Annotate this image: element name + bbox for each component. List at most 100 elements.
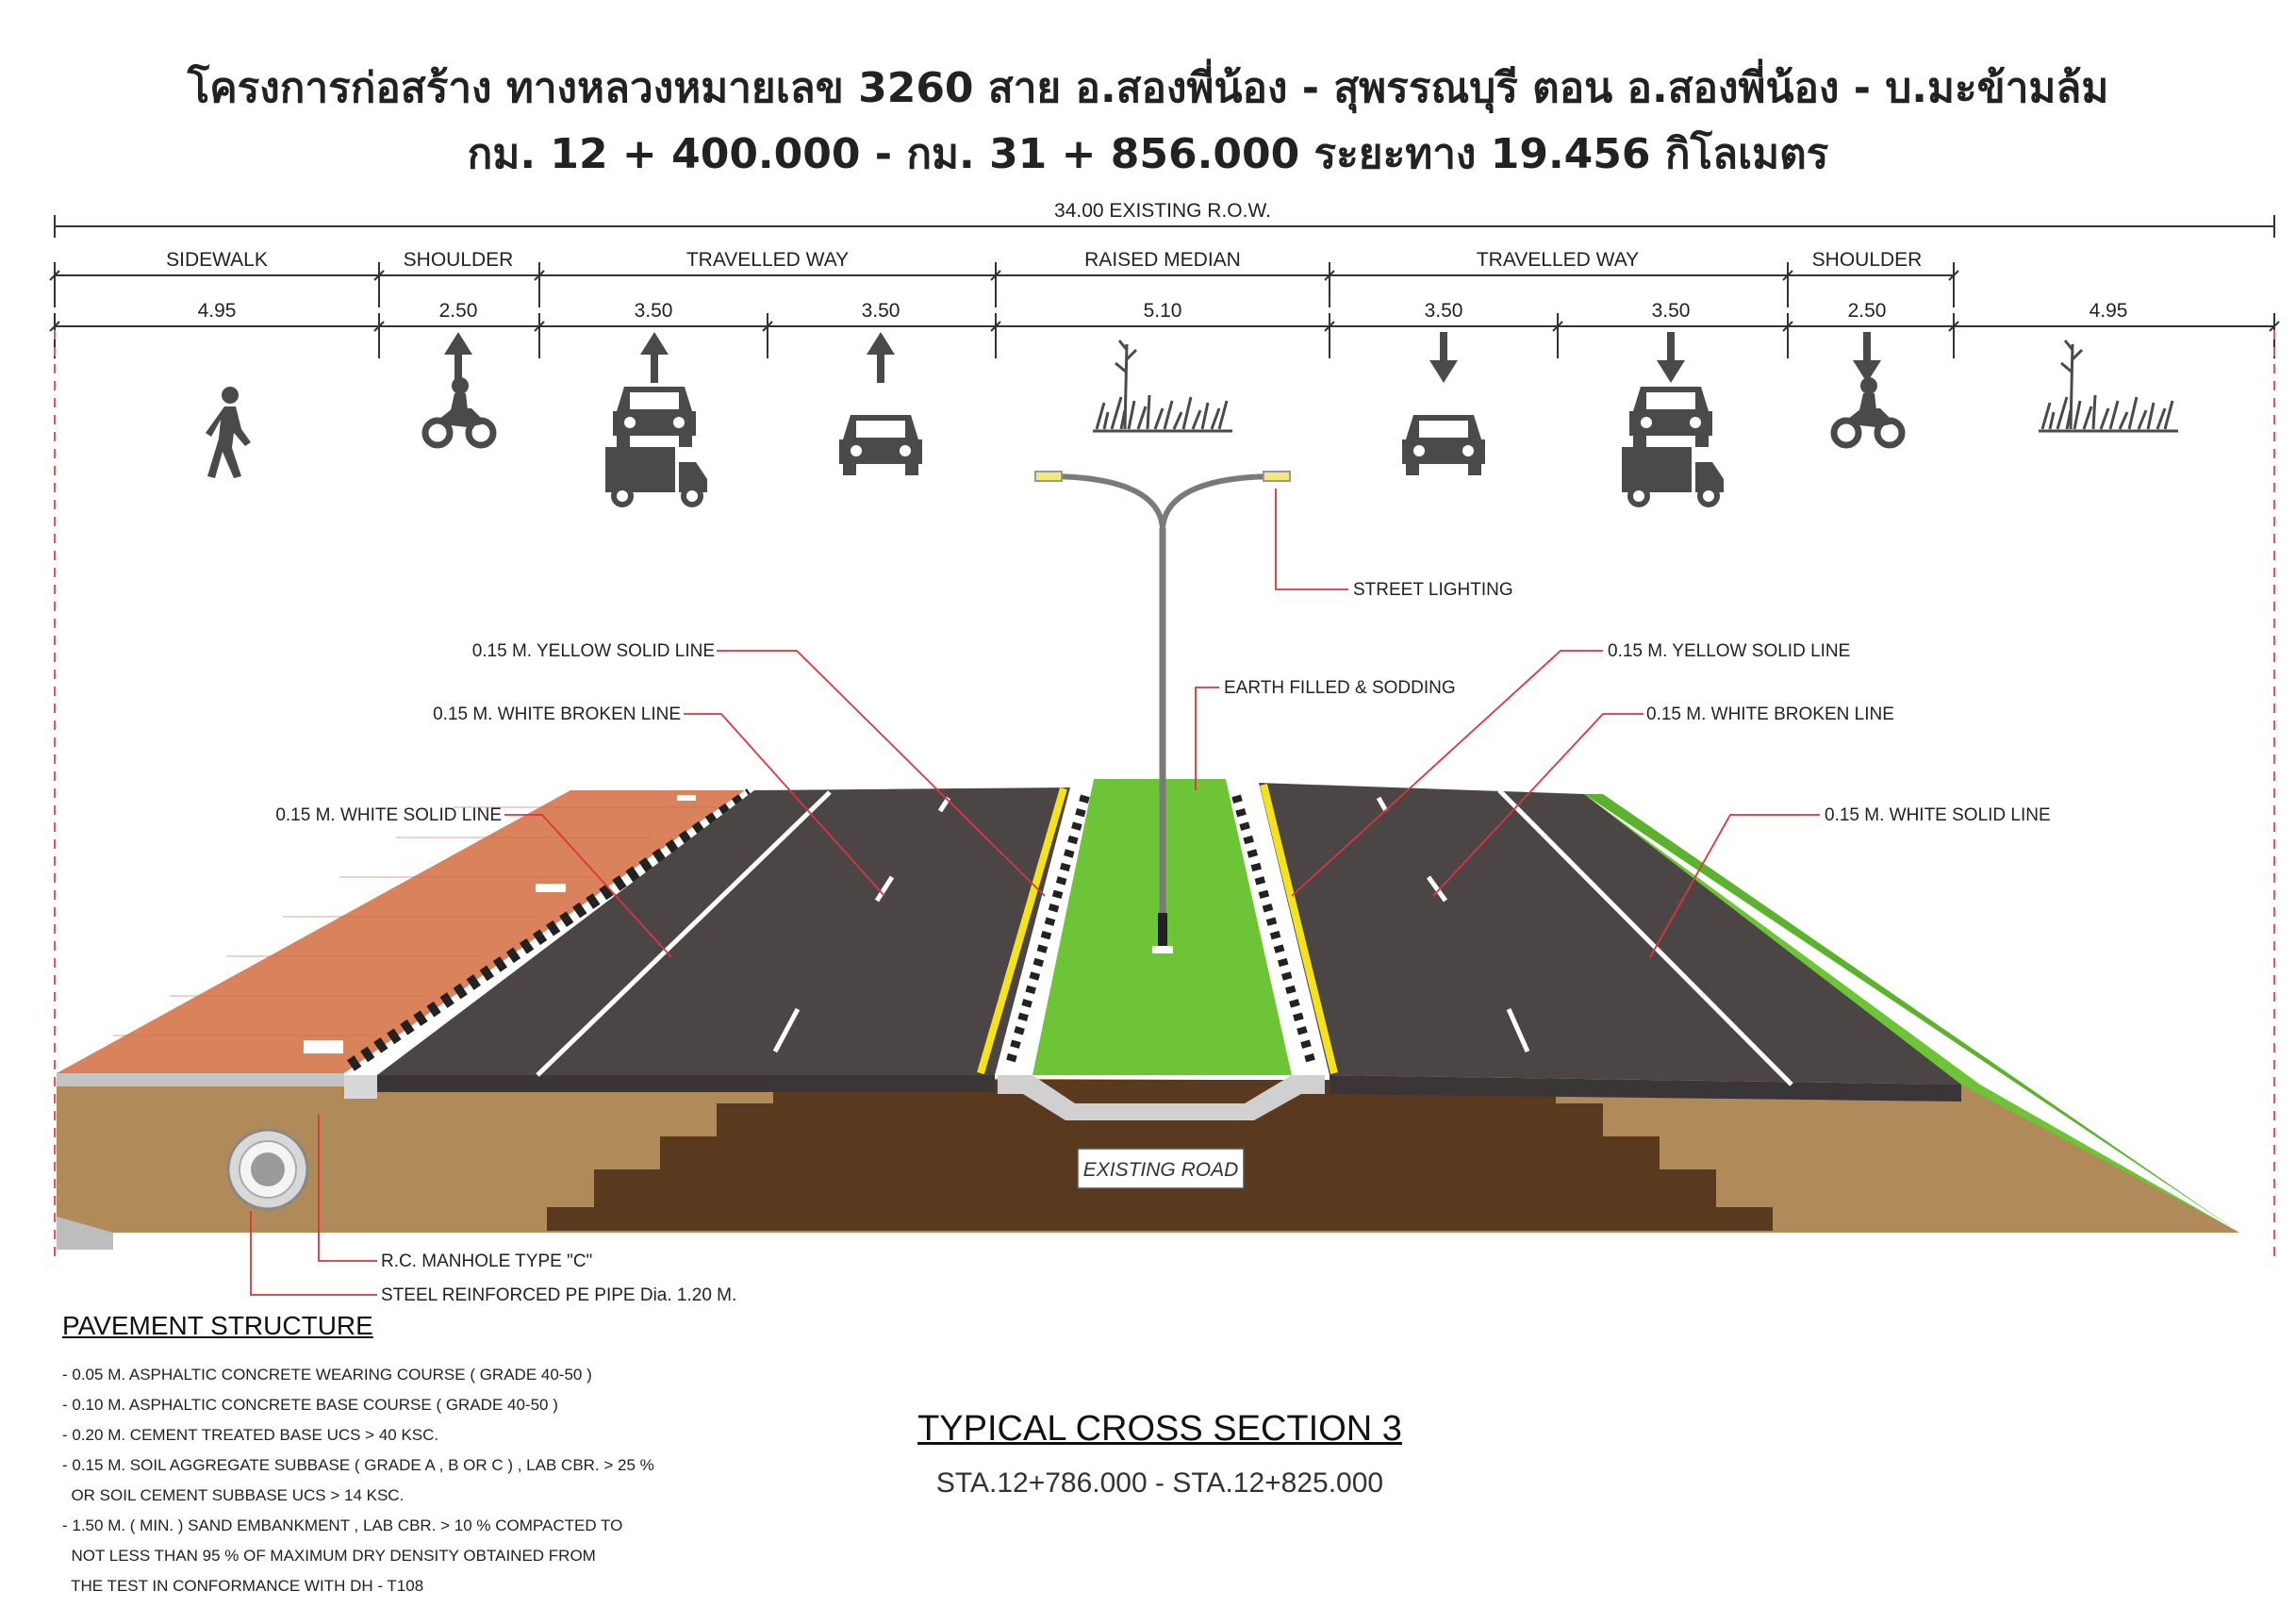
grass-icon — [1093, 340, 1232, 433]
width-label: 3.50 — [635, 300, 673, 322]
dimension-lines — [54, 215, 2275, 327]
dimension-tick — [1324, 270, 1335, 281]
dimension-tick — [373, 321, 385, 332]
dimension-tick — [2269, 321, 2280, 332]
car-icon — [1402, 415, 1485, 475]
yellow-solid-line-left — [977, 787, 1067, 1075]
arrow-down-icon — [1429, 332, 1458, 383]
callout-leaders — [250, 489, 1820, 1296]
zone-labels: SIDEWALK SHOULDER TRAVELLED WAY RAISED M… — [166, 249, 1922, 271]
yellow-solid-line-right — [1260, 784, 1338, 1074]
callout-labels: STREET LIGHTING 0.15 M. YELLOW SOLID LIN… — [275, 580, 2050, 1305]
row-width-label: 34.00 EXISTING R.O.W. — [1054, 200, 1271, 222]
dimension-tick — [49, 321, 60, 332]
width-label: 4.95 — [2090, 300, 2128, 322]
callout-white-broken-left: 0.15 M. WHITE BROKEN LINE — [433, 704, 681, 724]
list-item: NOT LESS THAN 95 % OF MAXIMUM DRY DENSIT… — [62, 1547, 596, 1565]
callout-pe-pipe: STEEL REINFORCED PE PIPE Dia. 1.20 M. — [381, 1285, 736, 1305]
car-icon — [613, 387, 696, 447]
sidewalk-marker — [536, 884, 566, 892]
arrow-up-icon — [444, 332, 472, 383]
carriageway-left — [377, 787, 1070, 1075]
arrow-up-icon — [640, 332, 669, 383]
width-label: 2.50 — [1848, 300, 1887, 322]
sidewalk-surface — [57, 790, 745, 1073]
dimension-tick — [373, 270, 385, 281]
car-icon — [1629, 387, 1712, 447]
arrow-up-icon — [867, 332, 895, 383]
white-solid-line-right — [1497, 788, 1793, 1086]
callout-yellow-line-left: 0.15 M. YELLOW SOLID LINE — [472, 641, 715, 661]
zone-label-sidewalk: SIDEWALK — [166, 249, 268, 271]
grass-icon — [2039, 340, 2178, 433]
dimension-tick — [534, 270, 545, 281]
dimension-tick — [1948, 321, 1959, 332]
truck-icon — [1622, 447, 1724, 507]
row-boundary-lines — [54, 330, 2275, 1264]
pedestrian-icon — [206, 387, 251, 478]
arrow-down-icon — [1657, 332, 1685, 383]
dimension-tick — [990, 270, 1001, 281]
zone-label-travelled-way-left: TRAVELLED WAY — [686, 249, 849, 271]
existing-road-label-box — [1077, 1148, 1245, 1189]
list-item: - 0.20 M. CEMENT TREATED BASE UCS > 40 K… — [62, 1426, 439, 1444]
existing-road-label: EXISTING ROAD — [1083, 1159, 1239, 1181]
section-title: TYPICAL CROSS SECTION 3 — [917, 1409, 1402, 1449]
width-ticks — [49, 313, 2280, 358]
dimension-tick — [534, 321, 545, 332]
callout-street-lighting: STREET LIGHTING — [1353, 580, 1513, 600]
list-item: - 1.50 M. ( MIN. ) SAND EMBANKMENT , LAB… — [62, 1516, 623, 1534]
project-title-thai: โครงการก่อสร้าง ทางหลวงหมายเลข 3260 สาย … — [187, 64, 2109, 112]
sidewalk-marker — [304, 1040, 343, 1053]
sidewalk-marker — [677, 795, 696, 801]
motorcycle-icon — [421, 377, 497, 449]
dimension-tick — [1782, 270, 1793, 281]
motorcycle-icon — [1830, 377, 1906, 449]
zone-label-shoulder-right: SHOULDER — [1812, 249, 1923, 271]
section-station-range: STA.12+786.000 - STA.12+825.000 — [935, 1467, 1384, 1499]
dimension-tick — [1948, 270, 1959, 281]
pavement-structure-title: PAVEMENT STRUCTURE — [62, 1311, 373, 1340]
dimension-tick — [1782, 321, 1793, 332]
carriageway-right — [1259, 783, 1961, 1085]
sidewalk-brick-pattern — [113, 806, 717, 1036]
dimension-tick — [49, 270, 60, 281]
list-item: OR SOIL CEMENT SUBBASE UCS > 14 KSC. — [62, 1486, 405, 1504]
callout-yellow-line-right: 0.15 M. YELLOW SOLID LINE — [1608, 641, 1850, 661]
dimension-tick — [762, 321, 773, 332]
width-label: 3.50 — [1425, 300, 1463, 322]
zone-ticks — [49, 262, 1959, 307]
list-item: - 0.10 M. ASPHALTIC CONCRETE BASE COURSE… — [62, 1396, 558, 1414]
list-item: - 0.05 M. ASPHALTIC CONCRETE WEARING COU… — [62, 1366, 592, 1384]
dimension-tick — [1552, 321, 1563, 332]
width-labels: 4.95 2.50 3.50 3.50 5.10 3.50 3.50 2.50 … — [198, 300, 2128, 322]
callout-white-solid-left: 0.15 M. WHITE SOLID LINE — [275, 805, 502, 825]
zone-label-travelled-way-right: TRAVELLED WAY — [1477, 249, 1639, 271]
list-item: THE TEST IN CONFORMANCE WITH DH - T108 — [62, 1577, 424, 1595]
width-label: 3.50 — [1652, 300, 1691, 322]
road-section-drawing: EXISTING ROAD — [57, 471, 2239, 1250]
arrow-down-icon — [1853, 332, 1881, 383]
truck-icon — [605, 447, 707, 507]
callout-earth-filled: EARTH FILLED & SODDING — [1224, 678, 1456, 698]
white-solid-line-left — [536, 790, 832, 1077]
project-chainage-title: กม. 12 + 400.000 - กม. 31 + 856.000 ระยะ… — [467, 130, 1829, 178]
callout-white-broken-right: 0.15 M. WHITE BROKEN LINE — [1646, 704, 1894, 724]
callout-manhole: R.C. MANHOLE TYPE "C" — [381, 1251, 592, 1271]
dimension-tick — [990, 321, 1001, 332]
callout-white-solid-right: 0.15 M. WHITE SOLID LINE — [1825, 805, 2051, 825]
car-icon — [839, 415, 922, 475]
zone-label-shoulder-left: SHOULDER — [404, 249, 514, 271]
width-label: 2.50 — [439, 300, 478, 322]
list-item: - 0.15 M. SOIL AGGREGATE SUBBASE ( GRADE… — [62, 1456, 654, 1474]
white-broken-line-right — [1376, 796, 1530, 1053]
street-lamp-icon — [1034, 471, 1291, 953]
pe-pipe-icon — [226, 1128, 309, 1211]
width-label: 5.10 — [1144, 300, 1182, 322]
width-label: 3.50 — [862, 300, 900, 322]
zone-label-raised-median: RAISED MEDIAN — [1084, 249, 1241, 271]
pavement-structure-list: - 0.05 M. ASPHALTIC CONCRETE WEARING COU… — [62, 1360, 654, 1601]
traffic-icons — [206, 332, 2178, 507]
width-label: 4.95 — [198, 300, 237, 322]
